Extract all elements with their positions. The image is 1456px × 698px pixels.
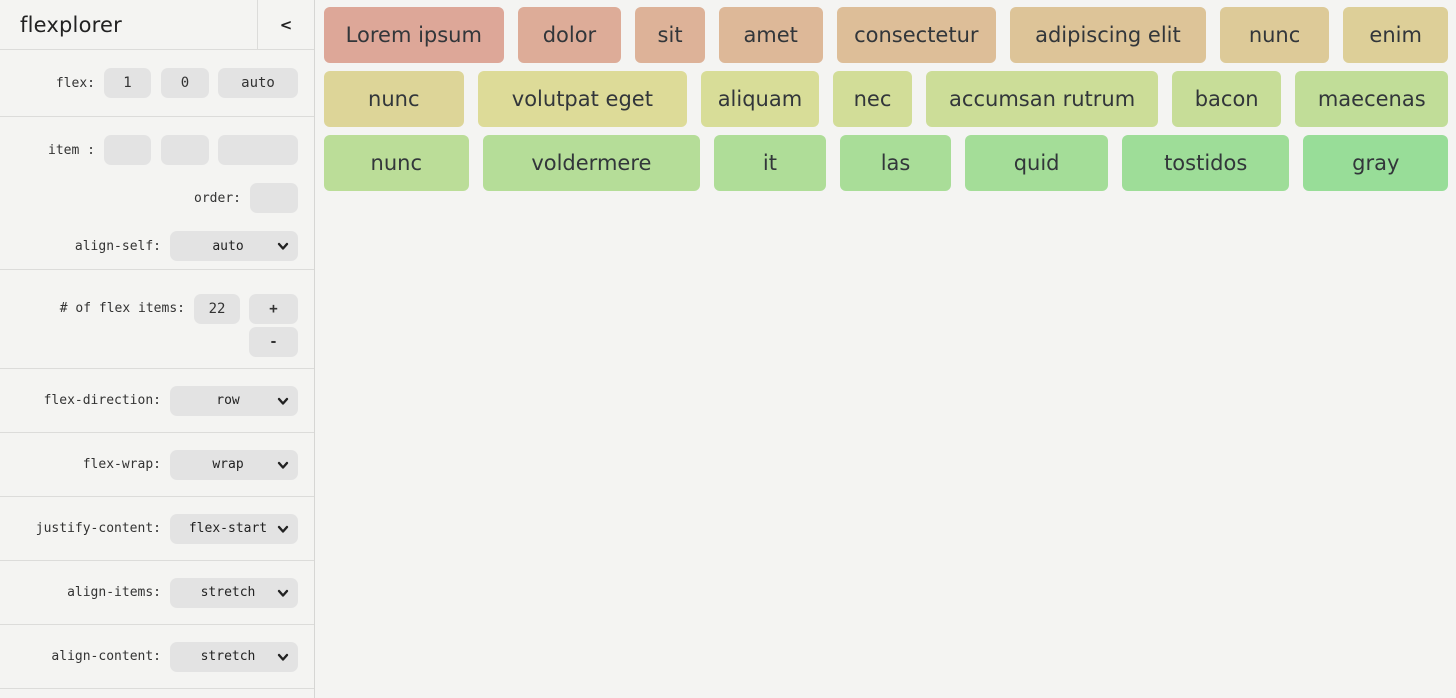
item-section: item : order: align-self: auto xyxy=(0,117,314,270)
flex-item[interactable]: Lorem ipsum xyxy=(324,7,504,63)
flex-item[interactable]: accumsan rutrum xyxy=(926,71,1158,127)
flex-item-label: bacon xyxy=(1194,87,1259,111)
justify-content-select[interactable]: flex-start xyxy=(170,513,298,544)
align-content-select[interactable]: stretch xyxy=(170,641,298,672)
app-title: flexplorer xyxy=(20,12,122,37)
flex-item-label: quid xyxy=(1013,151,1060,175)
align-content-value: stretch xyxy=(200,649,256,664)
item-label: item : xyxy=(48,142,95,158)
flex-items-count-input[interactable] xyxy=(194,294,240,324)
chevron-left-icon: < xyxy=(279,15,293,34)
flex-item-label: consectetur xyxy=(854,23,979,47)
flex-item[interactable]: sit xyxy=(635,7,705,63)
flex-item-label: tostidos xyxy=(1164,151,1248,175)
flex-item-label: las xyxy=(880,151,911,175)
flex-item-label: volutpat eget xyxy=(511,87,653,111)
flex-item-label: accumsan rutrum xyxy=(949,87,1136,111)
flex-item[interactable]: las xyxy=(839,135,952,191)
chevron-down-icon xyxy=(277,242,289,250)
flex-item[interactable]: nunc xyxy=(1219,7,1330,63)
flex-direction-value: row xyxy=(216,393,240,408)
flex-item[interactable]: nunc xyxy=(324,135,469,191)
flex-basis-input[interactable] xyxy=(218,68,298,98)
align-self-value: auto xyxy=(212,238,244,254)
item-flex-grow-input[interactable] xyxy=(104,135,151,165)
flex-item[interactable]: aliquam xyxy=(701,71,819,127)
flex-item[interactable]: maecenas xyxy=(1295,71,1449,127)
align-items-value: stretch xyxy=(200,585,256,600)
flex-grow-input[interactable] xyxy=(104,68,151,98)
sidebar-collapse-button[interactable]: < xyxy=(257,0,314,49)
flex-item[interactable]: gray xyxy=(1303,135,1449,191)
flex-item[interactable]: tostidos xyxy=(1121,135,1290,191)
align-self-label: align-self: xyxy=(74,238,161,254)
flex-shrink-input[interactable] xyxy=(161,68,209,98)
align-items-section: align-items: stretch xyxy=(0,561,314,625)
flex-item-label: amet xyxy=(743,23,798,47)
justify-content-label: justify-content: xyxy=(35,521,161,536)
flex-item[interactable]: volutpat eget xyxy=(477,71,688,127)
flex-item-label: voldermere xyxy=(531,151,652,175)
count-stepper: + - xyxy=(249,294,298,357)
flex-item-label: nunc xyxy=(370,151,423,175)
increment-button[interactable]: + xyxy=(249,294,298,324)
flex-item[interactable]: voldermere xyxy=(482,135,701,191)
flex-item-label: maecenas xyxy=(1317,87,1426,111)
flex-item-label: sit xyxy=(657,23,683,47)
align-content-section: align-content: stretch xyxy=(0,625,314,689)
flex-item[interactable]: enim xyxy=(1343,7,1448,63)
flex-item[interactable]: consectetur xyxy=(836,7,997,63)
chevron-down-icon xyxy=(277,653,289,661)
flex-item[interactable]: it xyxy=(714,135,826,191)
flex-direction-select[interactable]: row xyxy=(170,385,298,416)
flex-direction-section: flex-direction: row xyxy=(0,369,314,433)
flex-label: flex: xyxy=(55,75,95,91)
order-label: order: xyxy=(194,190,241,206)
justify-content-section: justify-content: flex-start xyxy=(0,497,314,561)
item-flex-shrink-input[interactable] xyxy=(161,135,209,165)
flex-item-label: nunc xyxy=(368,87,420,111)
align-content-label: align-content: xyxy=(51,649,161,664)
flex-item-label: adipiscing elit xyxy=(1035,23,1181,47)
chevron-down-icon xyxy=(277,525,289,533)
flex-item-label: enim xyxy=(1369,23,1422,47)
flex-shorthand-section: flex: xyxy=(0,50,314,117)
flex-items-count-section: # of flex items: + - xyxy=(0,270,314,369)
flex-wrap-value: wrap xyxy=(212,457,244,472)
flex-wrap-select[interactable]: wrap xyxy=(170,449,298,480)
flex-item[interactable]: amet xyxy=(718,7,823,63)
chevron-down-icon xyxy=(277,397,289,405)
flex-playground: Lorem ipsum dolor sit amet consectetur adipis… xyxy=(316,0,1456,198)
chevron-down-icon xyxy=(277,589,289,597)
flex-item-label: Lorem ipsum xyxy=(345,23,482,47)
flex-item-label: it xyxy=(762,151,777,175)
flex-item[interactable]: nunc xyxy=(324,71,464,127)
flex-wrap-section: flex-wrap: wrap xyxy=(0,433,314,497)
align-items-label: align-items: xyxy=(67,585,161,600)
item-flex-basis-input[interactable] xyxy=(218,135,298,165)
align-self-select[interactable]: auto xyxy=(170,231,298,261)
flex-item[interactable]: bacon xyxy=(1171,71,1282,127)
flex-item[interactable]: dolor xyxy=(517,7,622,63)
flex-wrap-label: flex-wrap: xyxy=(82,457,161,472)
sidebar-header: flexplorer < xyxy=(0,0,314,50)
align-items-select[interactable]: stretch xyxy=(170,577,298,608)
flex-item-label: nec xyxy=(853,87,892,111)
flex-item-label: dolor xyxy=(542,23,597,47)
order-input[interactable] xyxy=(250,183,298,213)
sidebar: flexplorer < flex: item : order: align-s… xyxy=(0,0,315,698)
flex-items-count-label: # of flex items: xyxy=(59,301,185,316)
flex-item-label: nunc xyxy=(1248,23,1301,47)
chevron-down-icon xyxy=(277,461,289,469)
flex-item[interactable]: adipiscing elit xyxy=(1010,7,1206,63)
flex-item[interactable]: nec xyxy=(832,71,913,127)
justify-content-value: flex-start xyxy=(188,521,268,536)
decrement-button[interactable]: - xyxy=(249,327,298,357)
flex-item-label: aliquam xyxy=(717,87,803,111)
flex-item-label: gray xyxy=(1352,151,1400,175)
flex-direction-label: flex-direction: xyxy=(43,393,161,408)
flex-item[interactable]: quid xyxy=(965,135,1108,191)
